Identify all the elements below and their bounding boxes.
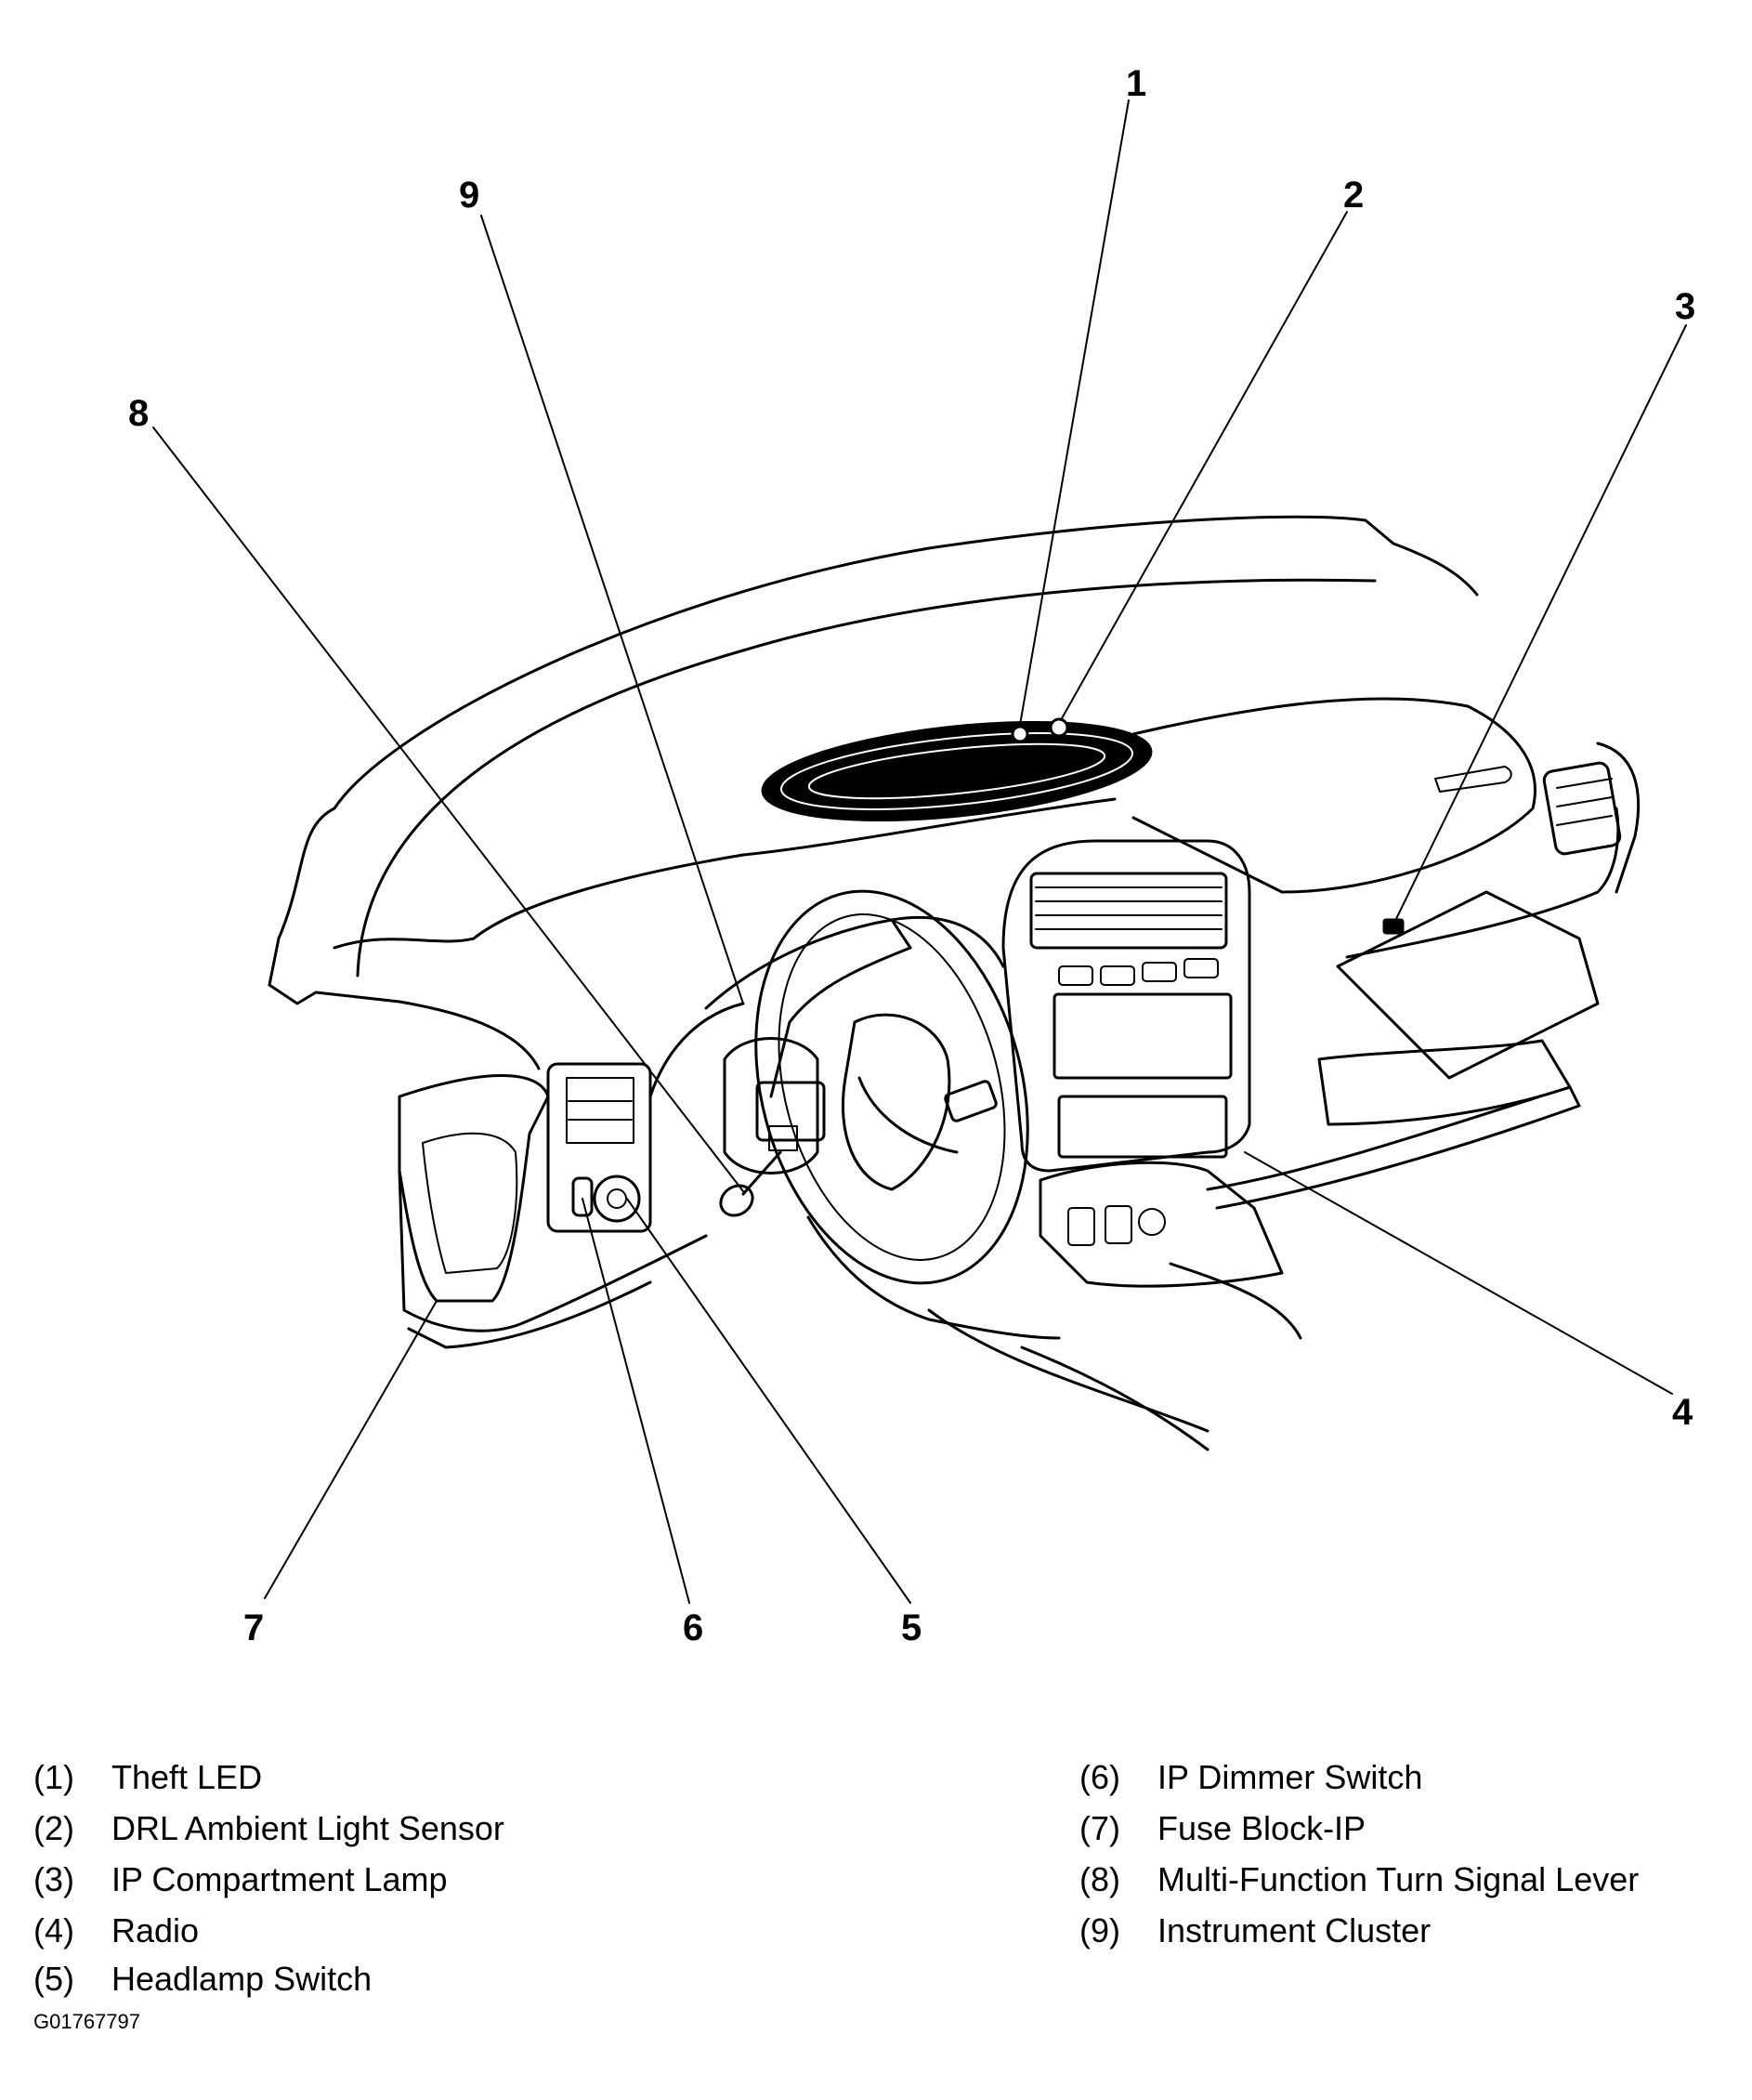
legend-number: (8)	[1079, 1860, 1120, 1898]
steering-column	[723, 1037, 819, 1175]
left-underside	[407, 1280, 652, 1349]
legend-text: IP Dimmer Switch	[1157, 1758, 1423, 1796]
passenger-vent	[1542, 761, 1622, 856]
headlamp-switch-bezel	[546, 1062, 652, 1233]
drl-ambient-sensor	[1049, 717, 1069, 738]
passenger-dash-face	[1345, 807, 1620, 959]
console-switch	[1105, 1205, 1132, 1244]
legend-number: (9)	[1079, 1911, 1120, 1949]
legend-text: DRL Ambient Light Sensor	[111, 1809, 504, 1847]
steering-wheel-hub	[841, 1013, 951, 1191]
figure-id: G01767797	[33, 2010, 140, 2033]
center-vent	[1029, 872, 1228, 950]
legend-number: (5)	[33, 1960, 74, 1998]
defrost-grille	[761, 720, 1153, 822]
leader-3	[1392, 324, 1687, 925]
passenger-endcap	[1596, 742, 1641, 894]
steering-wheel-rim-inner	[778, 913, 1006, 1261]
leader-6	[582, 1198, 690, 1604]
steering-wheel-spoke	[857, 1076, 959, 1154]
headlamp-knob-center	[607, 1188, 627, 1209]
leader-lines	[152, 99, 1687, 1604]
legend-number: (6)	[1079, 1758, 1120, 1796]
dash-left-end	[268, 937, 541, 1070]
leader-5	[626, 1198, 911, 1604]
theft-led	[1011, 725, 1029, 743]
legend-number: (3)	[33, 1860, 74, 1898]
callout-9: 9	[459, 175, 480, 216]
leader-9	[480, 215, 744, 1004]
steering-wheel-rim-outer	[754, 889, 1029, 1285]
radio-lower	[1057, 1095, 1228, 1159]
turn-signal-lever	[741, 1150, 782, 1196]
callout-4: 4	[1672, 1392, 1693, 1433]
center-stack-bezel	[1001, 839, 1251, 1173]
legend-number: (1)	[33, 1758, 74, 1796]
callout-3: 3	[1675, 286, 1696, 327]
radio-upper	[1053, 992, 1233, 1080]
column-switch-face	[768, 1125, 798, 1151]
callout-8: 8	[128, 393, 150, 434]
callout-7: 7	[243, 1608, 265, 1648]
cluster-hood-left	[648, 1002, 745, 1098]
console-lower	[1169, 1262, 1302, 1340]
leader-8	[152, 427, 744, 1192]
glovebox-door	[1317, 1039, 1572, 1126]
lower-panel	[1020, 1345, 1209, 1451]
callout-5: 5	[901, 1608, 922, 1648]
legend-number: (7)	[1079, 1809, 1120, 1847]
ip-compartment-lamp	[1382, 918, 1405, 935]
dash-defrost-ridge	[333, 797, 1117, 950]
defrost-grille-band	[807, 742, 1106, 800]
legend-text: Headlamp Switch	[111, 1960, 373, 1998]
console-floor	[927, 1308, 1209, 1433]
console-upper	[1039, 1161, 1284, 1288]
column-switch-box	[755, 1081, 826, 1142]
cluster-hood-right	[890, 915, 1005, 968]
dash-top-inner	[356, 578, 1377, 978]
leader-4	[1244, 1151, 1673, 1395]
knee-bolster	[806, 1215, 1061, 1340]
callout-6: 6	[683, 1608, 704, 1648]
console-switch	[1067, 1207, 1095, 1246]
legend-number: (4)	[33, 1911, 74, 1949]
hvac-button	[1100, 965, 1135, 986]
dash-top-contour	[277, 515, 1479, 940]
callout-2: 2	[1343, 175, 1365, 216]
glovebox-lower-lip	[1206, 1085, 1581, 1210]
hvac-button	[1142, 962, 1177, 982]
passenger-airbag-handle	[1434, 766, 1512, 793]
glovebox-outer	[1336, 890, 1600, 1080]
passenger-airbag-door	[1131, 697, 1536, 894]
wiper-stalk	[944, 1080, 998, 1122]
leader-1	[1019, 99, 1130, 726]
legend-text: Fuse Block-IP	[1157, 1809, 1366, 1847]
cluster-hood	[704, 918, 912, 1098]
legend-text: Instrument Cluster	[1157, 1911, 1432, 1949]
leader-2	[1060, 211, 1348, 721]
callout-1: 1	[1126, 63, 1147, 104]
left-endcap	[398, 1074, 550, 1303]
legend-text: Theft LED	[111, 1758, 263, 1796]
hvac-button	[1183, 958, 1219, 978]
left-endcap-recess	[422, 1132, 518, 1274]
turn-signal-lever-tip	[719, 1184, 754, 1217]
hvac-button	[1058, 965, 1093, 986]
legend-text: Multi-Function Turn Signal Lever	[1157, 1860, 1640, 1898]
legend-text: IP Compartment Lamp	[111, 1860, 448, 1898]
console-knob	[1138, 1208, 1166, 1236]
legend-number: (2)	[33, 1809, 74, 1847]
leader-7	[264, 1300, 438, 1599]
left-lower-edge	[398, 1169, 708, 1332]
headlamp-switch-upper	[566, 1077, 634, 1144]
defrost-grille-band	[780, 732, 1133, 810]
legend-text: Radio	[111, 1911, 200, 1949]
dimmer-switch-wheel	[571, 1176, 594, 1217]
headlamp-knob	[593, 1175, 641, 1223]
